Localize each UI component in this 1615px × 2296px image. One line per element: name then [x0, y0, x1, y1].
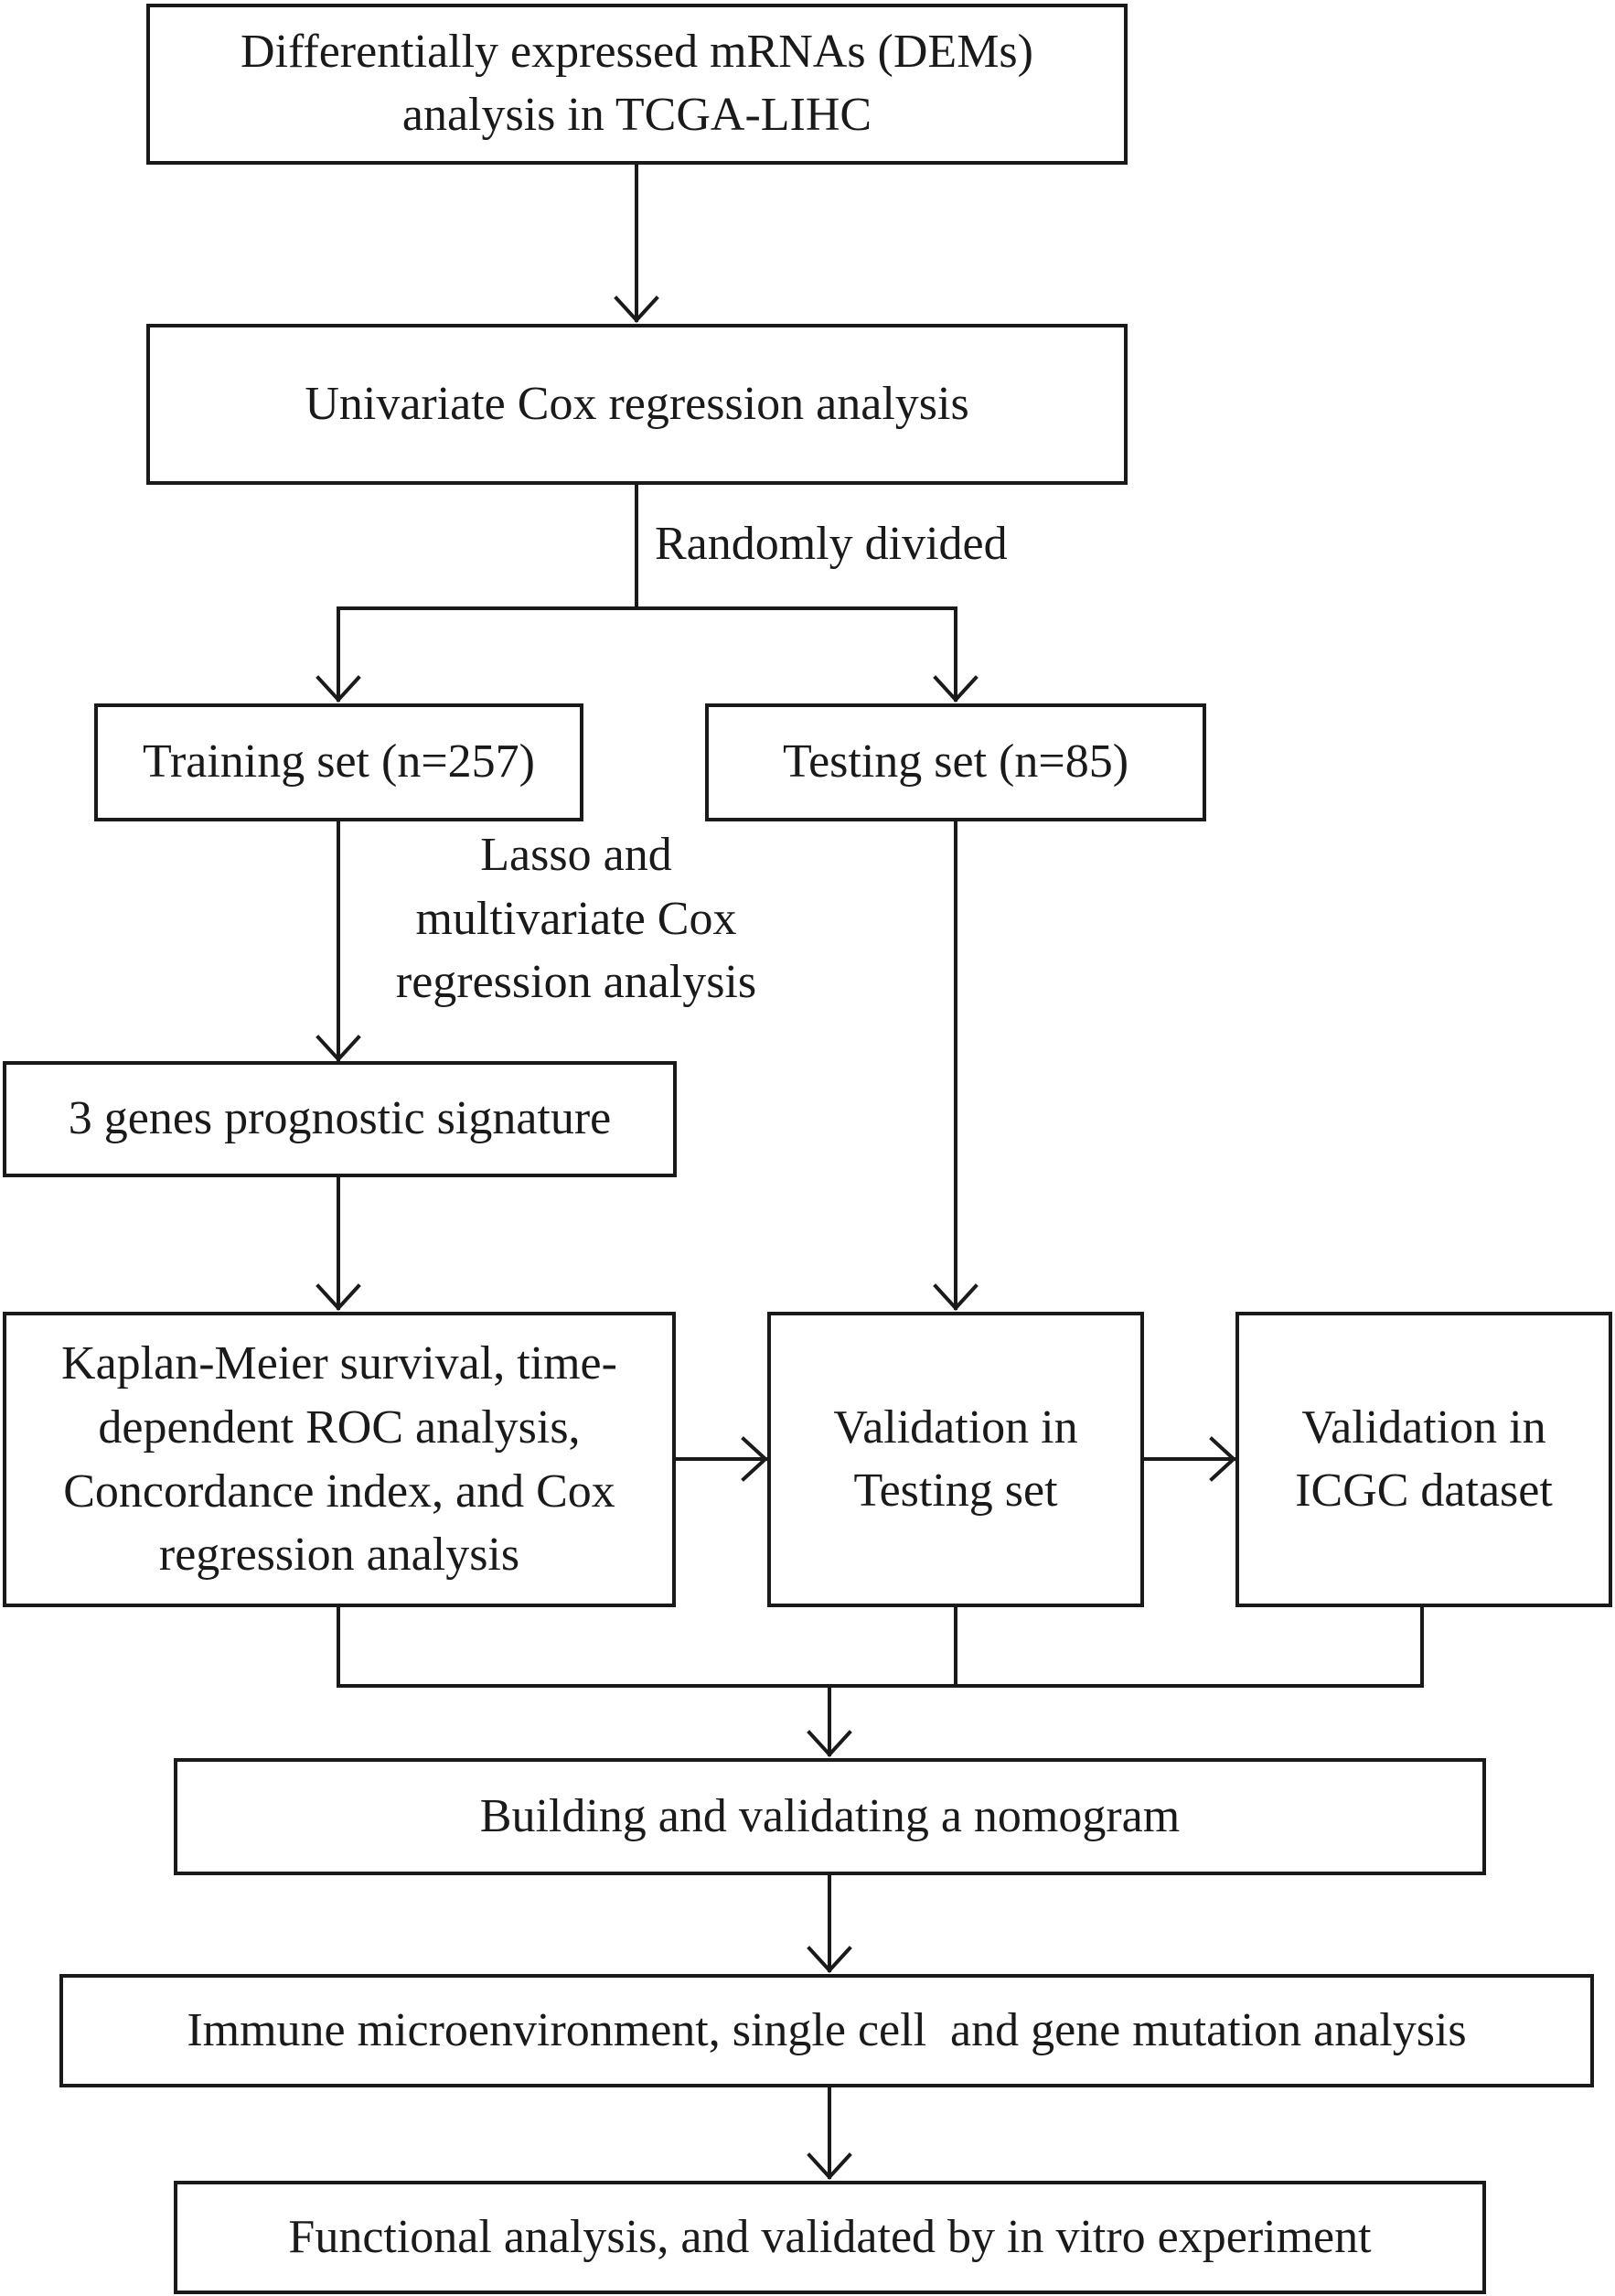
validation-icgc-line-1: Validation in	[1301, 1400, 1546, 1454]
univariate-cox-label: Univariate Cox regression analysis	[305, 377, 969, 430]
functional-analysis-box: Functional analysis, and validated by in…	[174, 2181, 1486, 2294]
lasso-line-2: multivariate Cox	[415, 892, 737, 945]
dems-analysis-box: Differentially expressed mRNAs (DEMs) an…	[146, 4, 1128, 165]
randomly-divided-label: Randomly divided	[655, 518, 1008, 570]
dems-line-2: analysis in TCGA-LIHC	[401, 89, 872, 141]
univariate-cox-box: Univariate Cox regression analysis	[146, 324, 1128, 485]
training-set-box: Training set (n=257)	[94, 703, 583, 821]
testing-set-box: Testing set (n=85)	[705, 703, 1206, 821]
km-line-4: regression analysis	[158, 1529, 520, 1582]
validation-icgc-box: Validation in ICGC dataset	[1235, 1312, 1612, 1607]
km-line-3: Concordance index, and Cox	[63, 1465, 615, 1518]
nomogram-box: Building and validating a nomogram	[174, 1758, 1486, 1875]
testing-set-label: Testing set (n=85)	[782, 735, 1129, 789]
validation-testing-line-2: Testing set	[853, 1464, 1058, 1517]
prognostic-signature-box: 3 genes prognostic signature	[3, 1061, 677, 1177]
km-line-2: dependent ROC analysis,	[98, 1400, 581, 1454]
lasso-line-3: regression analysis	[395, 956, 757, 1009]
training-set-label: Training set (n=257)	[143, 735, 535, 789]
nomogram-label: Building and validating a nomogram	[479, 1789, 1181, 1842]
km-line-1: Kaplan-Meier survival, time-	[61, 1337, 617, 1390]
immune-analysis-box: Immune microenvironment, single cell and…	[59, 1974, 1594, 2087]
km-analysis-box: Kaplan-Meier survival, time- dependent R…	[3, 1312, 676, 1607]
dems-line-1: Differentially expressed mRNAs (DEMs)	[241, 26, 1033, 79]
functional-analysis-label: Functional analysis, and validated by in…	[288, 2210, 1372, 2263]
lasso-label: Lasso and multivariate Cox regression an…	[357, 823, 796, 1014]
validation-icgc-line-2: ICGC dataset	[1295, 1464, 1553, 1517]
lasso-line-1: Lasso and	[480, 829, 672, 881]
validation-testing-box: Validation in Testing set	[767, 1312, 1144, 1607]
immune-analysis-label: Immune microenvironment, single cell and…	[187, 2003, 1467, 2056]
prognostic-signature-label: 3 genes prognostic signature	[68, 1092, 612, 1145]
validation-testing-line-1: Validation in	[833, 1400, 1078, 1454]
